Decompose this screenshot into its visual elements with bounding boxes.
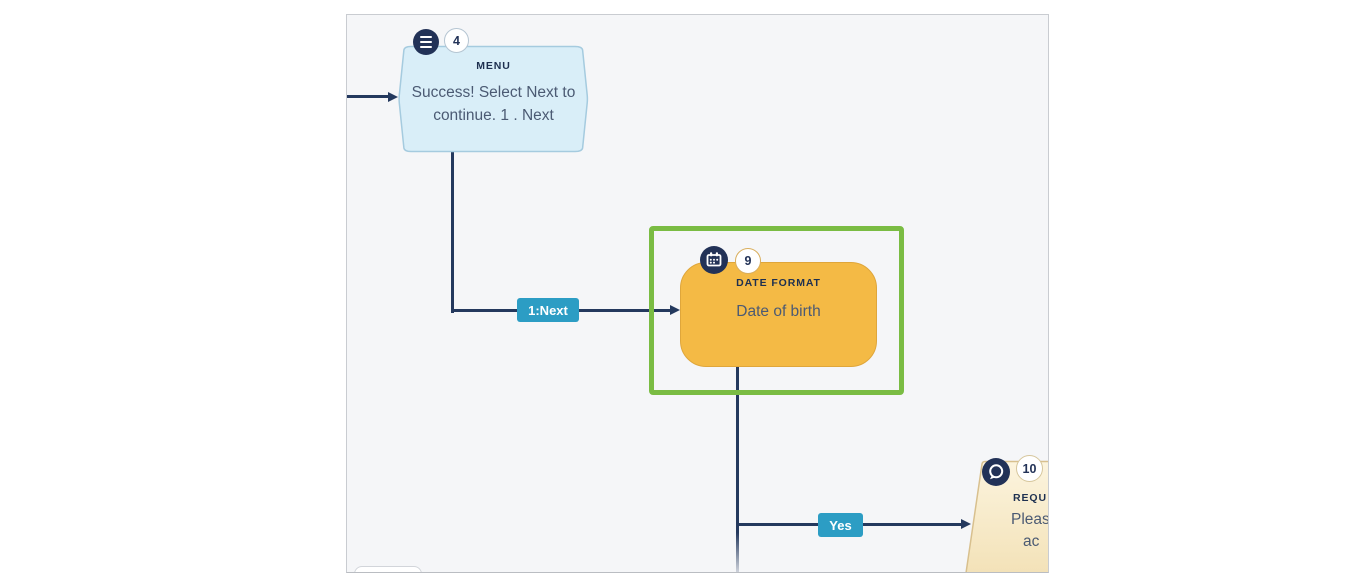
request-node-text-line2: ac [1023,533,1040,550]
menu-node-text: Success! Select Next to continue. 1 . Ne… [411,84,576,124]
node-date-format-widget[interactable]: DATE FORMAT Date of birth [680,262,877,367]
flow-canvas[interactable]: MENU Success! Select Next to continue. 1… [346,14,1049,573]
request-step-badge[interactable]: 10 [1016,455,1043,482]
arrowhead-into-date [670,305,680,315]
chat-bubble-icon [982,458,1010,486]
connector-entry-to-menu [347,95,388,98]
node-menu-widget[interactable]: MENU Success! Select Next to continue. 1… [398,45,589,153]
transition-label-next[interactable]: 1:Next [517,298,579,322]
transition-label-yes[interactable]: Yes [818,513,863,537]
date-format-type-label: DATE FORMAT [736,277,821,289]
canvas-zoom-control[interactable] [354,566,422,572]
hamburger-menu-icon [413,29,439,55]
date-format-node-text: Date of birth [736,303,821,320]
connector-menu-down [451,152,454,313]
arrowhead-into-request [961,519,971,529]
menu-hexagon-shape [398,45,589,153]
selection-rectangle [649,226,904,395]
request-node-text-line1: Please [1011,511,1048,528]
connector-date-down [736,367,739,572]
request-type-label: REQU [1013,492,1047,504]
calendar-icon [700,246,728,274]
menu-type-label: MENU [476,60,511,72]
arrowhead-into-menu [388,92,398,102]
date-format-step-badge[interactable]: 9 [735,248,761,274]
menu-step-badge[interactable]: 4 [444,28,469,53]
